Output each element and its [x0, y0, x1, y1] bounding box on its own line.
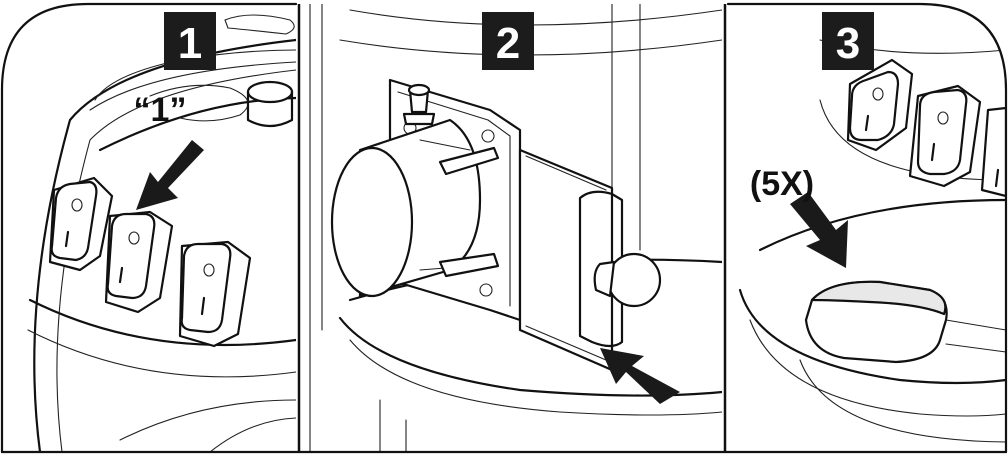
- filter-cassette: [518, 148, 662, 372]
- step-badge-3: 3: [822, 12, 874, 70]
- arrow-icon: [136, 140, 204, 210]
- rocker-switch-3: [980, 106, 1006, 198]
- rocker-switch-2: [908, 84, 982, 188]
- panel-1: “1” 1: [0, 2, 298, 454]
- callout-label-3: (5X): [750, 165, 814, 203]
- reset-button: [804, 280, 1006, 364]
- svg-text:2: 2: [496, 19, 520, 68]
- step-badge-2: 2: [482, 12, 534, 70]
- rocker-switch-2: [104, 210, 174, 314]
- arrow-icon: [790, 192, 848, 268]
- svg-text:3: 3: [836, 19, 860, 68]
- step-badge-1: 1: [164, 12, 216, 70]
- svg-text:1: 1: [178, 19, 202, 68]
- rocker-switch-1: [48, 176, 114, 272]
- filter-housing: [330, 83, 500, 298]
- rocker-switch-3: [178, 240, 252, 348]
- arrow-icon: [600, 348, 680, 404]
- rocker-switch-1: [846, 58, 914, 152]
- panel-3: (5X) 3: [726, 2, 1008, 454]
- callout-label-1: “1”: [134, 91, 187, 129]
- panel-2: 2: [309, 4, 722, 452]
